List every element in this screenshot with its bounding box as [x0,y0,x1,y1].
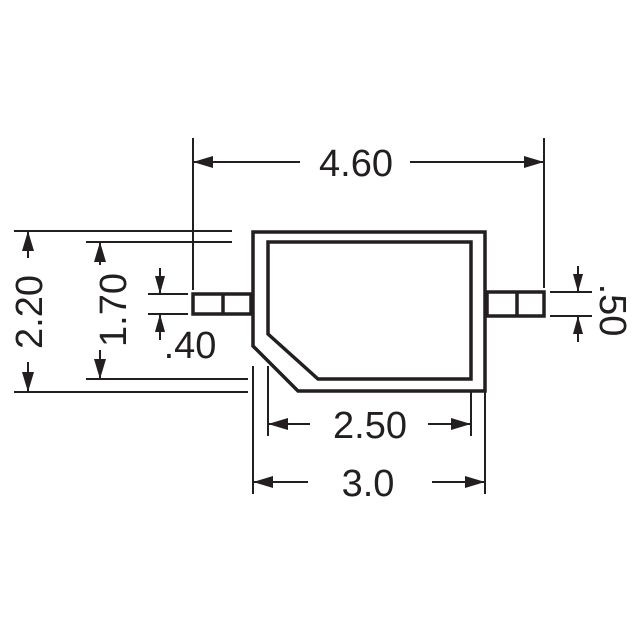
dimension-body-width: 3.0 [252,366,486,505]
arrowhead-down [573,274,583,292]
arrowhead-right [465,476,485,488]
dimension-overall-height: 2.20 [9,230,248,393]
dimension-overall-length: 4.60 [192,138,545,290]
arrowhead-up [573,316,583,334]
body-width-label: 3.0 [342,463,395,505]
arrowhead-left [193,156,213,168]
body-inner-width-label: 2.50 [333,405,407,447]
overall-height-label: 2.20 [9,275,51,349]
arrowhead-down [155,276,165,294]
right-lead-thickness-label: .50 [591,284,633,337]
left-lead-thickness-label: .40 [164,325,217,367]
dimension-body-inner-width: 2.50 [267,366,472,447]
arrowhead-bottom [22,372,34,392]
dimension-body-inner-height: 1.70 [86,241,248,380]
arrowhead-top [22,231,34,251]
arrowhead-bottom [94,359,106,379]
body-inner-height-label: 1.70 [93,273,135,347]
package-body [251,230,487,393]
arrowhead-right [451,418,471,430]
arrowhead-left [268,418,288,430]
overall-length-label: 4.60 [319,143,393,185]
left-lead [191,292,253,316]
arrowhead-top [94,242,106,262]
arrowhead-left [253,476,273,488]
dimension-left-lead-thickness: .40 [148,268,216,367]
body-outer-outline [251,230,487,393]
arrowhead-right [524,156,544,168]
right-lead [485,290,546,318]
body-inner-outline [266,240,473,381]
dimension-right-lead-thickness: .50 [550,266,633,342]
arrowhead-up [155,314,165,332]
